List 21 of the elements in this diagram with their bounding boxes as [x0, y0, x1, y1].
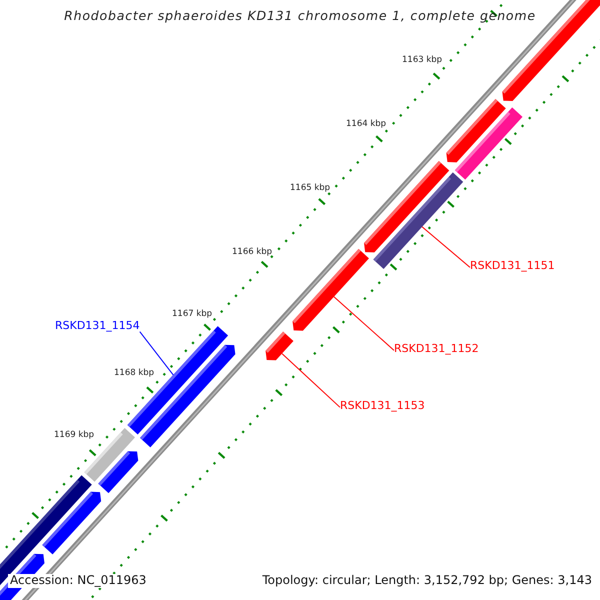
- genome-summary-text: Topology: circular; Length: 3,152,792 bp; Genes: 3,143: [262, 574, 592, 588]
- scale-label: 1165 kbp: [290, 184, 330, 194]
- gene-segment: [292, 248, 369, 331]
- leader-line: [139, 331, 174, 376]
- scale-label: 1167 kbp: [172, 310, 212, 320]
- scale-label: 1169 kbp: [54, 431, 94, 441]
- title: Rhodobacter sphaeroides KD131 chromosome 1, complete genome: [63, 9, 537, 24]
- leader-line: [282, 353, 340, 408]
- gene-label: RSKD131_1151: [470, 260, 555, 273]
- scale-label: 1164 kbp: [346, 120, 386, 130]
- scale-label: 1168 kbp: [114, 369, 154, 379]
- gene-segment: [373, 172, 464, 269]
- leader-line: [333, 296, 394, 351]
- gene-label: RSKD131_1152: [394, 343, 479, 356]
- gene-segment: [266, 332, 294, 360]
- scale-label: 1163 kbp: [402, 56, 442, 66]
- accession-text: Accession: NC_011963: [8, 574, 148, 588]
- gene-label: RSKD131_1153: [340, 400, 425, 413]
- scale-label: 1166 kbp: [232, 248, 272, 258]
- leader-line: [422, 226, 470, 268]
- gene-label: RSKD131_1154: [55, 320, 140, 333]
